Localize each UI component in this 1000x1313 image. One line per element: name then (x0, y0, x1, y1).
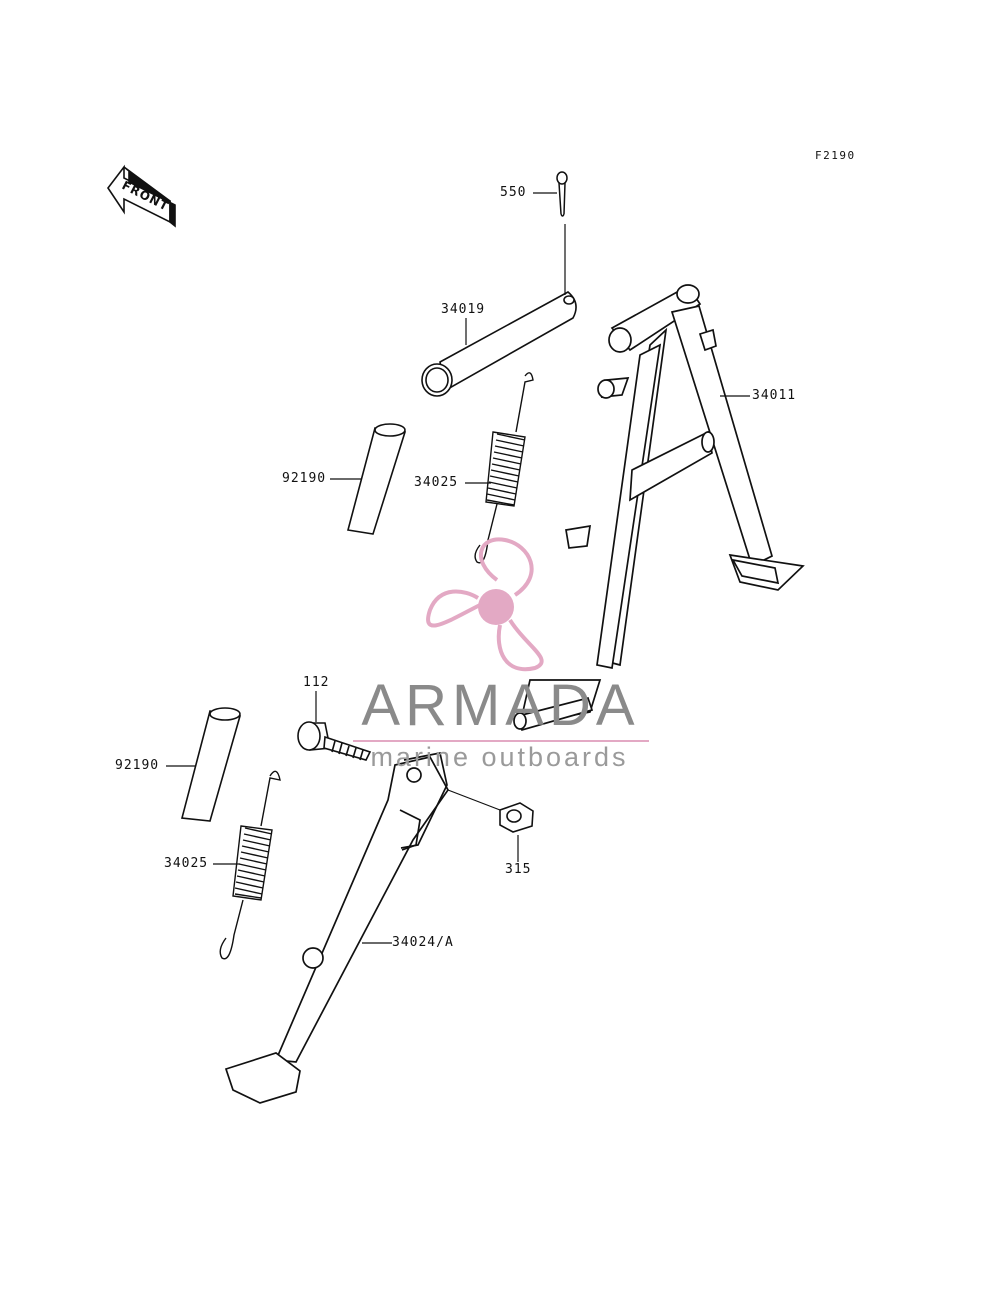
center-stand-34011 (513, 284, 805, 732)
part-label-34025-lower: 34025 (164, 856, 209, 871)
watermark-divider (353, 740, 649, 742)
part-label-550: 550 (500, 185, 527, 200)
part-label-34011: 34011 (752, 388, 797, 403)
part-label-34025-upper: 34025 (414, 475, 459, 490)
side-stand-34024 (224, 752, 449, 1104)
cotter-pin-550 (556, 171, 568, 217)
part-label-112: 112 (303, 675, 330, 690)
spring-34025-lower (219, 770, 281, 960)
nut-315 (499, 802, 534, 833)
part-label-92190-upper: 92190 (282, 471, 327, 486)
leader-315-link (447, 789, 501, 811)
watermark-subtitle: marine outboards (370, 742, 629, 772)
bolt-112 (297, 721, 372, 761)
part-label-34024: 34024/A (392, 935, 454, 950)
collar-92190-upper (347, 423, 407, 535)
propeller-logo-icon (426, 537, 544, 672)
part-label-34019: 34019 (441, 302, 486, 317)
part-label-315: 315 (505, 862, 532, 877)
part-label-92190-lower: 92190 (115, 758, 160, 773)
leader-lines (166, 192, 750, 944)
front-arrow-icon: FRONT (107, 164, 176, 228)
watermark-title: ARMADA (361, 673, 640, 738)
reference-code: F2190 (815, 149, 856, 162)
pivot-pin-34019 (421, 291, 577, 397)
collar-92190-lower (180, 707, 242, 822)
spring-34025-upper (474, 372, 534, 564)
